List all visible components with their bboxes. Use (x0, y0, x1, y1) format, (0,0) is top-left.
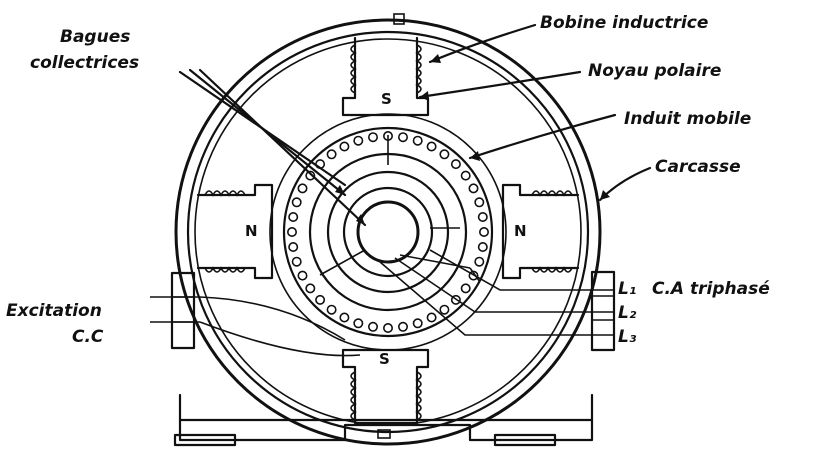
winding-loop (367, 132, 378, 143)
winding-loop (397, 132, 408, 143)
pole-left-label: N (245, 222, 258, 240)
winding-loop (339, 312, 350, 323)
winding-loop (315, 294, 326, 305)
pole-bottom: S (341, 348, 430, 425)
pole-top-label: S (381, 90, 392, 108)
label-bagues-line2: collectrices (30, 53, 139, 73)
winding-loop (468, 270, 479, 281)
pole-top: S (341, 36, 430, 117)
winding-loop (478, 227, 489, 238)
armature-winding (286, 131, 489, 333)
winding-loop (474, 197, 485, 208)
winding-loop (477, 242, 488, 253)
winding-loop (288, 212, 299, 223)
winding-loop (460, 283, 471, 294)
label-l2: L₂ (618, 303, 637, 323)
rotor-armature (269, 113, 507, 351)
label-noyau-polaire: Noyau polaire (588, 61, 721, 81)
labels: Bagues collectrices Bobine inductrice No… (6, 13, 770, 347)
output-wiring (379, 249, 614, 336)
winding-loop (460, 170, 471, 181)
winding-loop (291, 256, 302, 267)
label-l3: L₃ (618, 327, 637, 347)
label-ca-triphase: C.A triphasé (652, 279, 770, 299)
winding-loop (412, 135, 423, 146)
winding-loop (426, 312, 437, 323)
label-bobine-inductrice: Bobine inductrice (540, 13, 708, 33)
output-terminal-block (590, 270, 616, 352)
winding-loop (477, 212, 488, 223)
winding-loop (397, 321, 408, 332)
frame-carcasse (174, 13, 602, 446)
pole-bottom-label: S (379, 350, 390, 368)
winding-loop (382, 322, 393, 333)
winding-loop (474, 256, 485, 267)
leader-lines (178, 23, 652, 227)
winding-loop (305, 170, 316, 181)
label-excitation-line2: C.C (72, 327, 104, 347)
winding-loop (439, 149, 450, 160)
winding-loop (305, 283, 316, 294)
winding-loop (353, 135, 364, 146)
label-l1: L₁ (618, 279, 636, 299)
winding-loop (297, 183, 308, 194)
winding-loop (412, 318, 423, 329)
label-carcasse: Carcasse (655, 157, 741, 177)
winding-loop (286, 227, 297, 238)
winding-loop (450, 159, 461, 170)
winding-loop (326, 149, 337, 160)
winding-loop (339, 141, 350, 152)
label-bagues-line1: Bagues (60, 27, 130, 47)
label-excitation-line1: Excitation (6, 301, 102, 321)
pole-right: N (501, 183, 580, 280)
machine-base (173, 393, 594, 447)
excitation-wiring (150, 296, 361, 357)
winding-loop (297, 270, 308, 281)
winding-loop (291, 197, 302, 208)
winding-loop (468, 183, 479, 194)
winding-loop (288, 242, 299, 253)
winding-loop (439, 304, 450, 315)
winding-loop (450, 294, 461, 305)
pole-left: N (196, 183, 274, 280)
winding-loop (367, 321, 378, 332)
winding-loop (353, 318, 364, 329)
winding-loop (326, 304, 337, 315)
pole-right-label: N (514, 222, 527, 240)
label-induit-mobile: Induit mobile (624, 109, 751, 129)
winding-loop (426, 141, 437, 152)
